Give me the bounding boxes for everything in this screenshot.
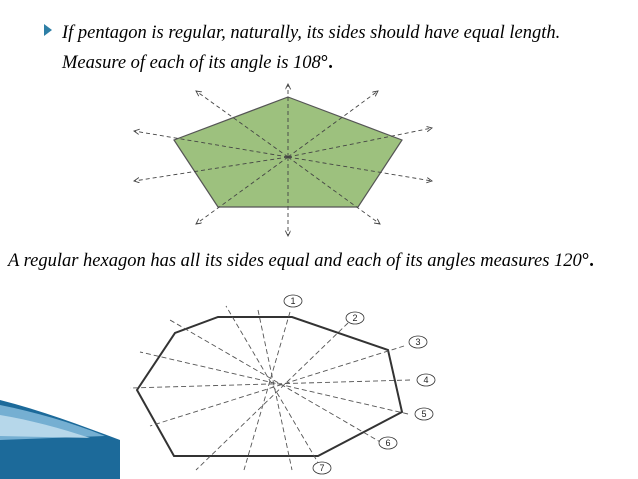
regular-pentagon-figure [134, 84, 432, 236]
heptagon-symmetry-lines [129, 305, 411, 471]
svg-text:1: 1 [290, 296, 295, 306]
pentagon-symmetry-lines [134, 84, 432, 236]
hexagon-paragraph: A regular hexagon has all its sides equa… [8, 246, 608, 276]
triangle-bullet-icon [44, 24, 52, 36]
axis-label-4: 4 [416, 373, 436, 387]
heptagon [135, 316, 404, 457]
regular-heptagon-figure: 1 2 3 4 5 [129, 294, 436, 475]
axis-label-6: 6 [378, 436, 398, 450]
svg-text:5: 5 [421, 409, 426, 419]
bullet-text-body: If pentagon is regular, naturally, its s… [62, 23, 561, 73]
svg-text:6: 6 [385, 438, 390, 448]
hexagon-degree: °. [581, 251, 594, 271]
axis-label-5: 5 [414, 407, 434, 421]
axis-label-1: 1 [283, 294, 303, 308]
hexagon-paragraph-body: A regular hexagon has all its sides equa… [8, 251, 582, 271]
svg-text:4: 4 [423, 375, 428, 385]
axis-label-3: 3 [408, 335, 428, 349]
bullet-text: If pentagon is regular, naturally, its s… [62, 18, 622, 78]
heptagon-axis-labels: 1 2 3 4 5 [283, 294, 436, 475]
axis-label-2: 2 [345, 311, 365, 325]
corner-decoration [0, 400, 120, 479]
svg-text:7: 7 [319, 463, 324, 473]
svg-text:2: 2 [352, 313, 357, 323]
svg-text:3: 3 [415, 337, 420, 347]
bullet-degree: °. [320, 53, 333, 73]
axis-label-7: 7 [312, 461, 332, 475]
